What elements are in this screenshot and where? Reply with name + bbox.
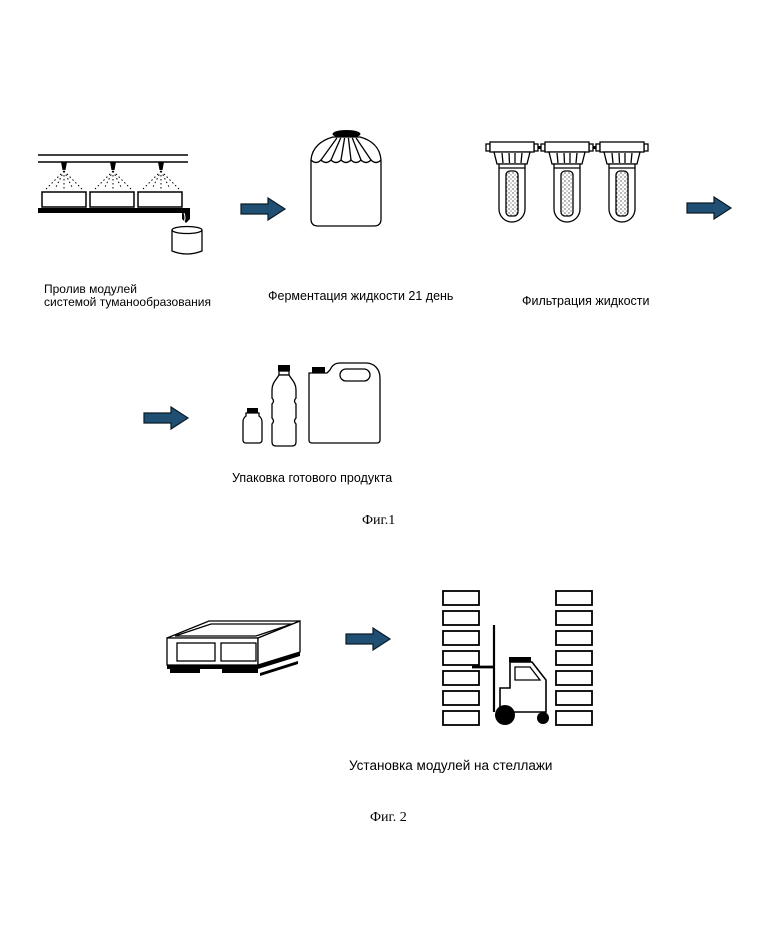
- fermentation-tank-icon: [311, 130, 381, 226]
- module-tray-icon: [167, 621, 300, 676]
- figure-2-caption: Фиг. 2: [370, 810, 407, 826]
- flow-arrow-4: [346, 628, 390, 650]
- small-bottle-icon: [243, 408, 262, 443]
- filters-icon: [486, 142, 648, 222]
- step-label-misting: Пролив модулей системой туманообразовани…: [44, 283, 211, 309]
- step-label-filtration: Фильтрация жидкости: [522, 294, 649, 308]
- filter-housing: [486, 142, 538, 222]
- step-label-fermentation: Ферментация жидкости 21 день: [268, 289, 453, 303]
- filter-housing: [541, 142, 593, 222]
- bottles-canister-icon: [243, 363, 380, 446]
- left-shelf-stack: [443, 591, 479, 725]
- tall-bottle-icon: [272, 365, 296, 446]
- forklift-shelving-icon: [443, 591, 592, 725]
- canister-icon: [309, 363, 380, 443]
- step-label-packaging: Упаковка готового продукта: [232, 471, 392, 485]
- misting-modules-icon: [38, 155, 202, 254]
- flow-arrow-2: [687, 197, 731, 219]
- flow-arrow-1: [241, 198, 285, 220]
- step-label-shelving: Установка модулей на стеллажи: [349, 758, 552, 773]
- figure-1-caption: Фиг.1: [362, 513, 395, 529]
- forklift-icon: [472, 625, 549, 725]
- step-label-line: системой туманообразования: [44, 296, 211, 309]
- filter-housing: [596, 142, 648, 222]
- flow-arrow-3: [144, 407, 188, 429]
- right-shelf-stack: [556, 591, 592, 725]
